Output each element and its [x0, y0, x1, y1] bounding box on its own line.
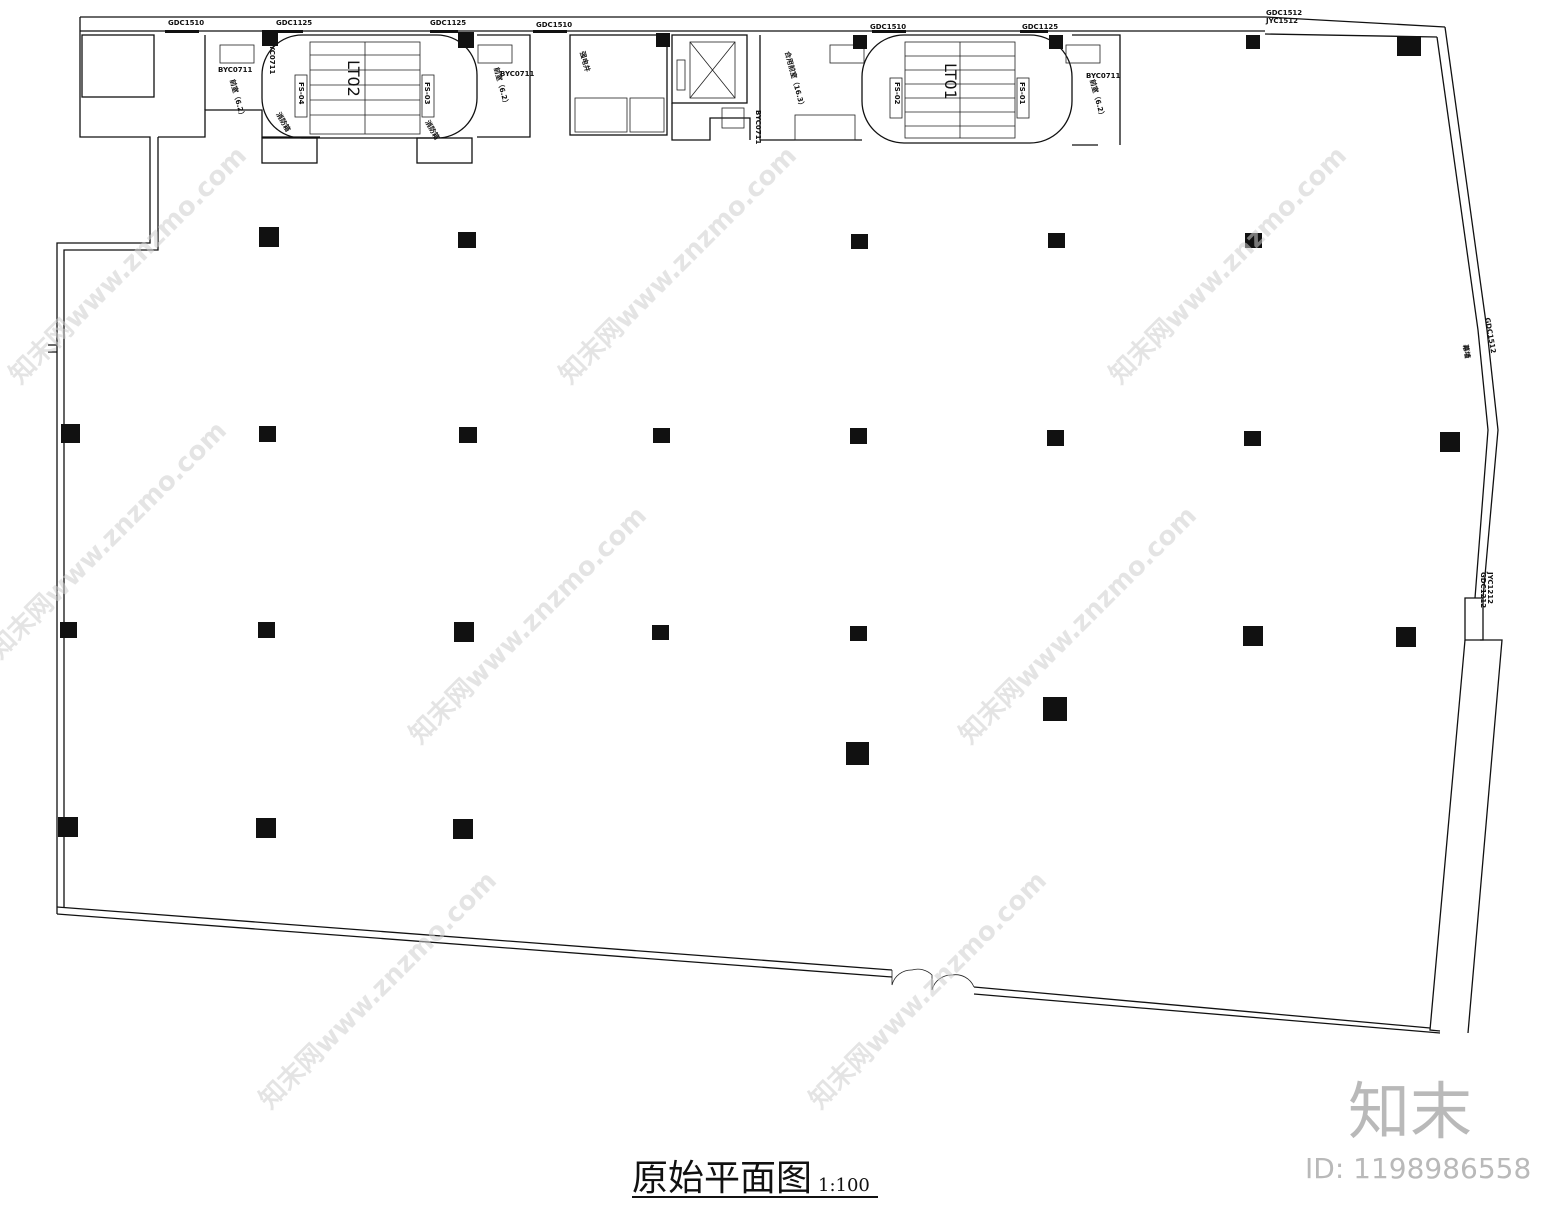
- window-label: GDC1212: [1479, 572, 1487, 608]
- core-area: [81, 34, 1121, 164]
- drawing-scale: 1:100: [818, 1175, 870, 1196]
- window-label: GDC1125: [1022, 23, 1058, 31]
- watermark-text: 知末网www.znzmo.com: [554, 141, 803, 390]
- watermark-text: 知末网www.znzmo.com: [1104, 141, 1353, 390]
- window-label: GDC1510: [870, 23, 906, 31]
- curtain-wall-label: 幕墙: [1461, 343, 1472, 359]
- stair-label-lt02: LT02: [344, 60, 363, 97]
- window-label: JYC1512: [1265, 17, 1298, 25]
- drawing-title: 原始平面图: [632, 1158, 812, 1199]
- watermark-text: 知末网www.znzmo.com: [0, 416, 233, 665]
- window-label: JYC1212: [1486, 571, 1494, 604]
- window-label: BYC0711: [754, 110, 762, 145]
- fire-shutter-label: FS-02: [893, 82, 901, 105]
- window-label: GDC1510: [536, 21, 572, 29]
- fire-shutter-label: FS-04: [297, 82, 305, 105]
- window-label: GDC1512: [1483, 317, 1497, 354]
- anteroom-label: 前室（6.2）: [1088, 78, 1107, 119]
- fire-shutter-label: FS-03: [423, 82, 431, 105]
- anteroom-label: 前室（6.2）: [228, 78, 247, 119]
- watermark-text: 知末网www.znzmo.com: [954, 501, 1203, 750]
- outer-walls: [48, 16, 1503, 1034]
- watermark-text: 知末网www.znzmo.com: [404, 501, 653, 750]
- window-labels: GDC1510 GDC1125 GDC1125 GDC1510 GDC1510 …: [165, 9, 1497, 608]
- window-label: BYC0711: [218, 66, 253, 74]
- shared-anteroom-label: 合用前室（16.3）: [783, 49, 807, 110]
- watermarks: 知末网www.znzmo.com 知末网www.znzmo.com 知末网www…: [0, 141, 1353, 1115]
- watermark-text: 知末网www.znzmo.com: [254, 866, 503, 1115]
- structural-columns: [58, 30, 1460, 839]
- entrance-door: [891, 968, 975, 991]
- window-label: BYC0711: [268, 40, 276, 75]
- window-label: GDC1125: [276, 19, 312, 27]
- stair-label-lt01: LT01: [941, 63, 960, 100]
- image-id: ID: 1198986558: [1305, 1152, 1531, 1185]
- electrical-shaft-label: 强电井: [578, 50, 592, 73]
- window-label: BYC0711: [1086, 72, 1121, 80]
- watermark-text: 知末网www.znzmo.com: [4, 141, 253, 390]
- window-label: GDC1512: [1266, 9, 1302, 17]
- brand-logo: 知末: [1348, 1075, 1472, 1148]
- window-label: GDC1510: [168, 19, 204, 27]
- window-label: GDC1125: [430, 19, 466, 27]
- drawing-title-block: 原始平面图 1:100: [632, 1158, 878, 1199]
- fire-shutter-label: FS-01: [1018, 82, 1026, 105]
- window-label: BYC0711: [500, 70, 535, 78]
